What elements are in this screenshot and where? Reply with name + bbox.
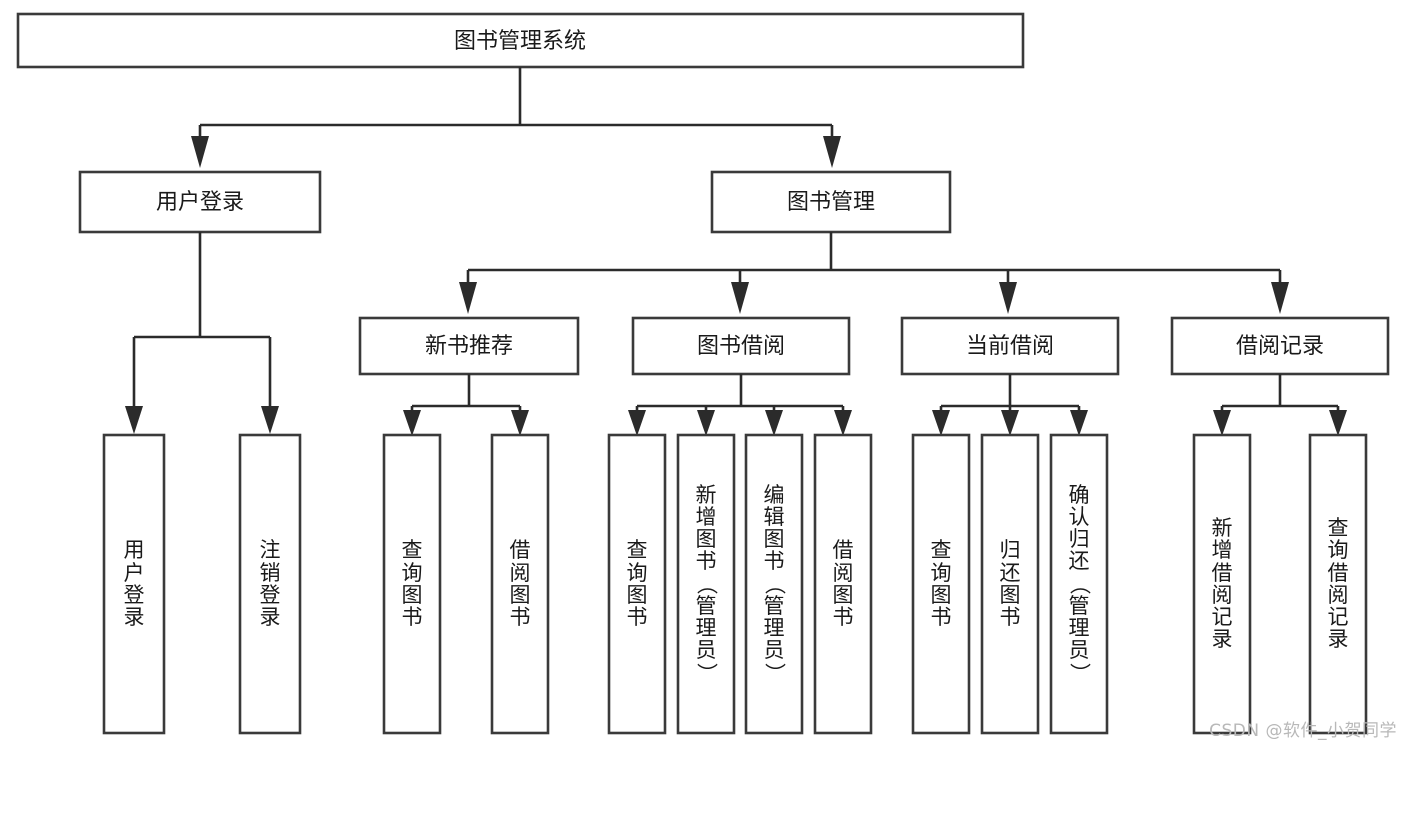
arrow-icon-to-leaf-edit-book	[765, 410, 783, 436]
node-book-borrow[interactable]: 图书借阅	[631, 316, 851, 376]
arrow-icon-to-leaf-add-book	[697, 410, 715, 436]
node-current-borrow[interactable]: 当前借阅	[900, 316, 1120, 376]
node-user-login[interactable]: 用户登录	[78, 170, 322, 234]
arrow-icon-to-book-manage	[823, 136, 841, 168]
leaf-box-edit-book[interactable]	[744, 433, 804, 735]
diagram-canvas: 图书管理系统 用户登录 图书管理	[16, 12, 1397, 741]
arrow-icon-to-leaf-confirm-return	[1070, 410, 1088, 436]
node-borrow-record[interactable]: 借阅记录	[1170, 316, 1390, 376]
arrow-icon-to-borrow-record	[1271, 282, 1289, 314]
leaf-box-query-book-1[interactable]	[382, 433, 442, 735]
arrow-icon-to-leaf-borrow-book-2	[834, 410, 852, 436]
leaf-box-query-book-2[interactable]	[607, 433, 667, 735]
node-borrow-record-box[interactable]	[1170, 316, 1390, 376]
node-book-borrow-box[interactable]	[631, 316, 851, 376]
leaf-box-return-book[interactable]	[980, 433, 1040, 735]
leaf-box-borrow-book-2[interactable]	[813, 433, 873, 735]
node-book-borrow-label: 图书借阅	[697, 334, 785, 359]
arrow-icon-to-leaf-borrow-book-1	[511, 410, 529, 436]
arrow-icon-to-user-login	[191, 136, 209, 168]
node-root-label: 图书管理系统	[454, 29, 586, 54]
leaf-box-add-record[interactable]	[1192, 433, 1252, 735]
arrow-icon-to-leaf-user-login	[125, 406, 143, 434]
arrow-icon-to-leaf-query-book-2	[628, 410, 646, 436]
node-book-manage-label: 图书管理	[787, 190, 875, 215]
node-new-book-recommend-box[interactable]	[358, 316, 580, 376]
leaf-box-logout[interactable]	[238, 433, 302, 735]
node-new-book-recommend-label: 新书推荐	[425, 334, 513, 359]
arrow-icon-to-leaf-add-record	[1213, 410, 1231, 436]
leaf-box-query-record[interactable]	[1308, 433, 1368, 735]
arrow-icon-to-leaf-query-book-1	[403, 410, 421, 436]
arrow-icon-to-leaf-query-book-3	[932, 410, 950, 436]
arrow-icon-to-leaf-logout	[261, 406, 279, 434]
node-user-login-label: 用户登录	[156, 190, 244, 215]
arrow-icon-to-leaf-return-book	[1001, 410, 1019, 436]
leaf-box-borrow-book-1[interactable]	[490, 433, 550, 735]
arrow-icon-to-leaf-query-record	[1329, 410, 1347, 436]
arrow-icon-to-new-book	[459, 282, 477, 314]
node-root-box[interactable]	[16, 12, 1025, 69]
node-book-manage-box[interactable]	[710, 170, 952, 234]
arrow-icon-to-current-borrow	[999, 282, 1017, 314]
node-current-borrow-box[interactable]	[900, 316, 1120, 376]
leaf-box-confirm-return[interactable]	[1049, 433, 1109, 735]
node-current-borrow-label: 当前借阅	[966, 334, 1054, 359]
leaf-box-user-login[interactable]	[102, 433, 166, 735]
node-borrow-record-label: 借阅记录	[1236, 334, 1324, 359]
leaf-box-add-book[interactable]	[676, 433, 736, 735]
leaf-box-query-book-3[interactable]	[911, 433, 971, 735]
node-new-book-recommend[interactable]: 新书推荐	[358, 316, 580, 376]
node-root[interactable]: 图书管理系统	[16, 12, 1025, 69]
node-book-manage[interactable]: 图书管理	[710, 170, 952, 234]
tree-diagram-svg: 图书管理系统 用户登录 图书管理	[16, 12, 1390, 735]
arrow-icon-to-book-borrow	[731, 282, 749, 314]
